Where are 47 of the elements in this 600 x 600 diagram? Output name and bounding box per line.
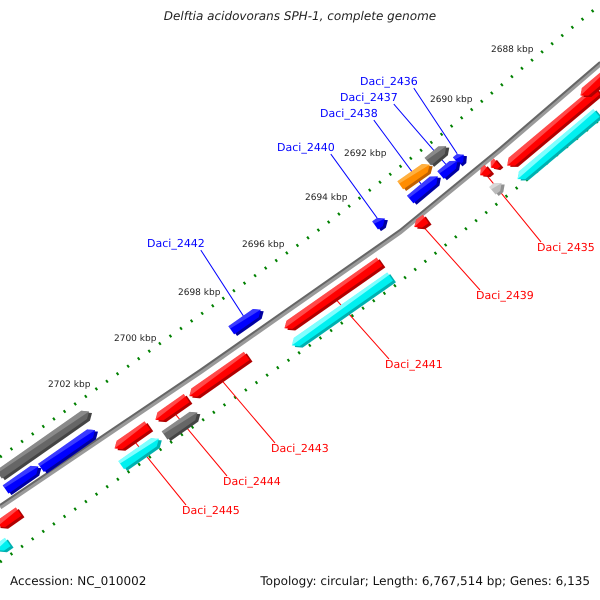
gene-block	[437, 160, 460, 180]
gene-block	[424, 146, 450, 167]
gene-block	[580, 72, 600, 97]
gene-label: Daci_2440	[277, 142, 335, 154]
leader-line	[200, 250, 244, 316]
scale-label: 2692 kbp	[344, 150, 386, 160]
leader-line	[413, 88, 458, 154]
leader-line	[393, 104, 446, 165]
map-title: Delftia acidovorans SPH-1, complete genome	[162, 10, 438, 24]
leader-line	[220, 379, 276, 444]
gene-label: Daci_2438	[320, 108, 378, 120]
gene-block	[0, 538, 14, 552]
accession-text: Accession: NC_010002	[10, 575, 146, 588]
scale-label: 2700 kbp	[114, 335, 156, 345]
gene-block	[372, 218, 388, 232]
gene-label: Daci_2439	[476, 290, 534, 302]
leader-line	[486, 175, 542, 242]
gene-label: Daci_2441	[385, 359, 443, 372]
gene-block	[489, 183, 505, 196]
gene-label: Daci_2442	[147, 238, 205, 250]
leader-line	[330, 154, 378, 218]
gene-label: Daci_2437	[340, 92, 398, 104]
gene-block	[480, 164, 494, 178]
gene-block	[0, 507, 24, 529]
scale-label: 2694 kbp	[305, 194, 348, 204]
scale-label: 2702 kbp	[48, 381, 90, 391]
leader-line	[422, 226, 480, 290]
scale-label: 2688 kbp	[491, 46, 534, 56]
gene-block	[118, 438, 162, 471]
scale-label: 2690 kbp	[430, 96, 472, 106]
gene-block	[228, 309, 264, 336]
gene-block	[490, 158, 504, 170]
scale-label: 2696 kbp	[242, 241, 284, 251]
gene-label: Daci_2436	[360, 76, 418, 88]
gene-block	[414, 214, 432, 230]
gene-block	[292, 272, 396, 348]
gene-block	[518, 109, 600, 180]
genome-summary-text: Topology: circular; Length: 6,767,514 bp; Genes: 6,135	[260, 575, 590, 588]
gene-block	[397, 164, 433, 192]
gene-label: Daci_2444	[223, 476, 281, 488]
gene-label: Daci_2435	[537, 242, 595, 254]
gene-block	[189, 352, 252, 398]
gene-label: Daci_2443	[271, 443, 329, 456]
gene-label: Daci_2445	[182, 505, 240, 518]
scale-label: 2698 kbp	[178, 289, 220, 299]
gene-block	[162, 412, 200, 442]
gene-block	[38, 429, 98, 474]
